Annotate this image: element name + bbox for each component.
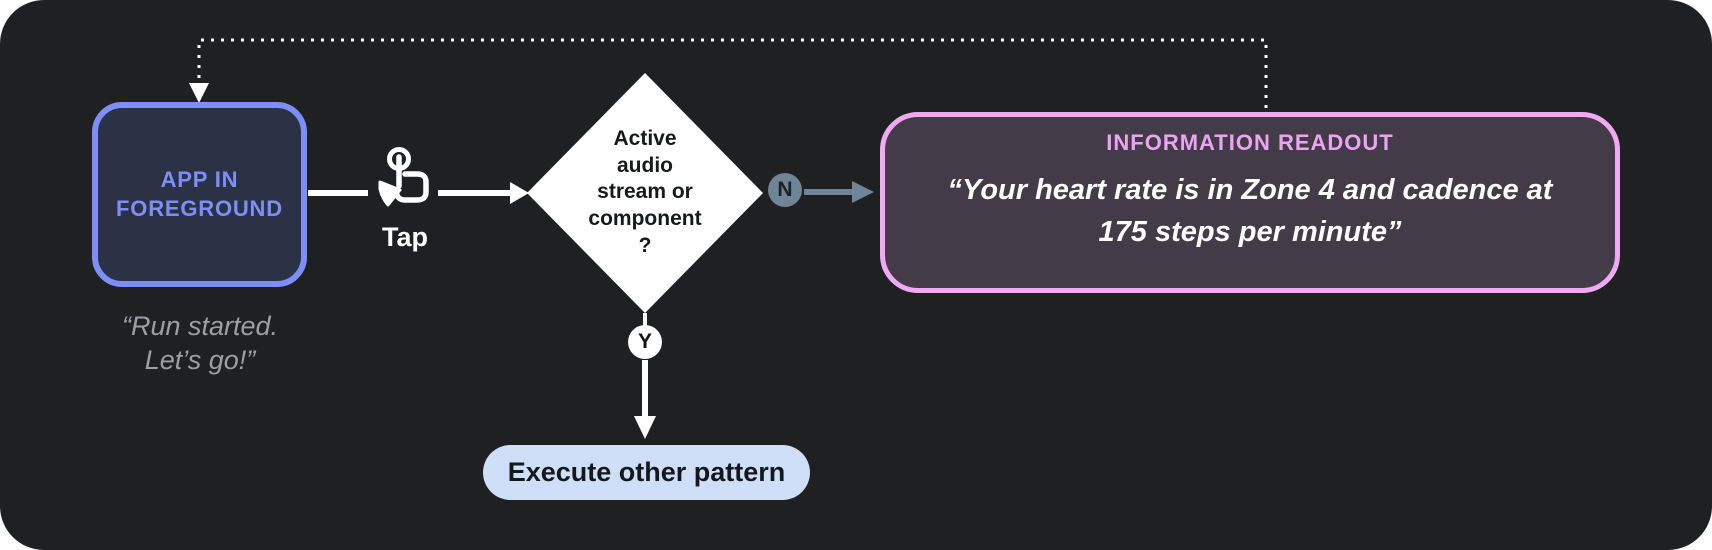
app-node-label-line1: APP IN (160, 166, 239, 192)
decision-line3: stream or (597, 180, 693, 204)
yes-branch-arrowhead-icon (634, 416, 656, 439)
caption-line2: Let’s go!” (144, 344, 256, 375)
no-branch-badge: N (768, 173, 802, 207)
information-readout-quote: “Your heart rate is in Zone 4 and cadenc… (885, 169, 1615, 253)
app-node-label-line2: FOREGROUND (116, 195, 283, 221)
decision-node-label: Active audio stream or component ? (570, 126, 720, 259)
decision-line1: Active (613, 127, 677, 150)
no-branch-arrowhead-icon (852, 181, 874, 203)
tap-to-decision-arrowhead-icon (510, 182, 529, 204)
yes-branch-badge: Y (628, 325, 662, 359)
caption-line1: “Run started. (121, 311, 279, 341)
feedback-arrowhead-icon (189, 83, 209, 103)
decision-line4: component (588, 206, 702, 230)
quote-line2: 175 steps per minute” (1098, 216, 1402, 249)
run-started-caption: “Run started. Let’s go!” (64, 310, 336, 378)
decision-line5: ? (638, 233, 652, 257)
quote-line1: “Your heart rate is in Zone 4 and cadenc… (947, 174, 1553, 206)
feedback-dotted-path (197, 38, 1268, 108)
decision-diamond-shape (527, 73, 763, 313)
execute-other-pattern-node: Execute other pattern (483, 445, 810, 500)
execute-other-pattern-label: Execute other pattern (507, 457, 786, 487)
information-readout-node: INFORMATION READOUT “Your heart rate is … (880, 112, 1620, 293)
decision-line2: audio (617, 153, 673, 177)
tap-gesture-icon (378, 147, 429, 207)
app-in-foreground-node: APP IN FOREGROUND (92, 102, 307, 287)
information-readout-title: INFORMATION READOUT (1106, 130, 1394, 155)
tap-label: Tap (382, 222, 428, 252)
